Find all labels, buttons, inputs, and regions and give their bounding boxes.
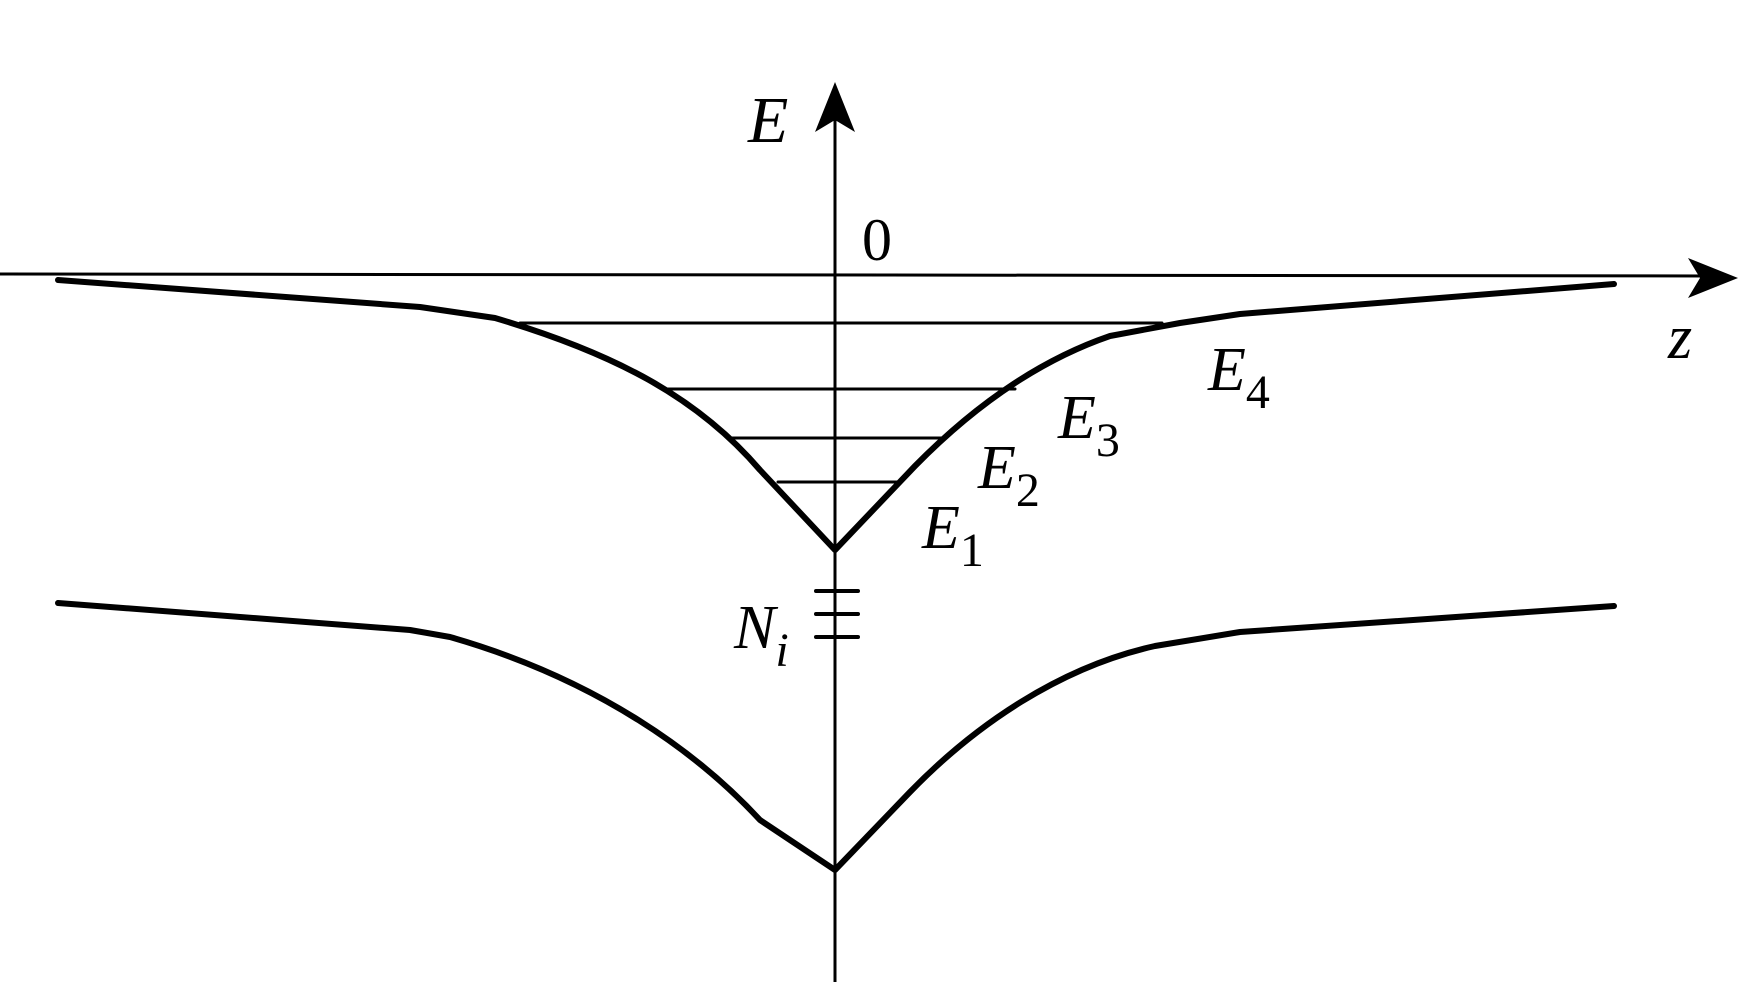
origin-label: 0	[862, 207, 892, 273]
z-axis-arrowhead	[1688, 258, 1738, 298]
z-axis-label: z	[1667, 304, 1692, 372]
level-e2-label: E2	[977, 434, 1040, 517]
level-e1-label: E1	[921, 494, 984, 577]
e-axis-label: E	[747, 84, 788, 157]
upper-band-curve	[55, 277, 1617, 553]
lower-band-curve	[55, 600, 1617, 873]
level-e4-label: E4	[1207, 336, 1270, 419]
z-axis-line	[0, 272, 1714, 278]
impurity-label: Ni	[733, 594, 789, 677]
level-e3-label: E3	[1057, 384, 1120, 467]
e-axis-arrowhead	[815, 82, 855, 132]
